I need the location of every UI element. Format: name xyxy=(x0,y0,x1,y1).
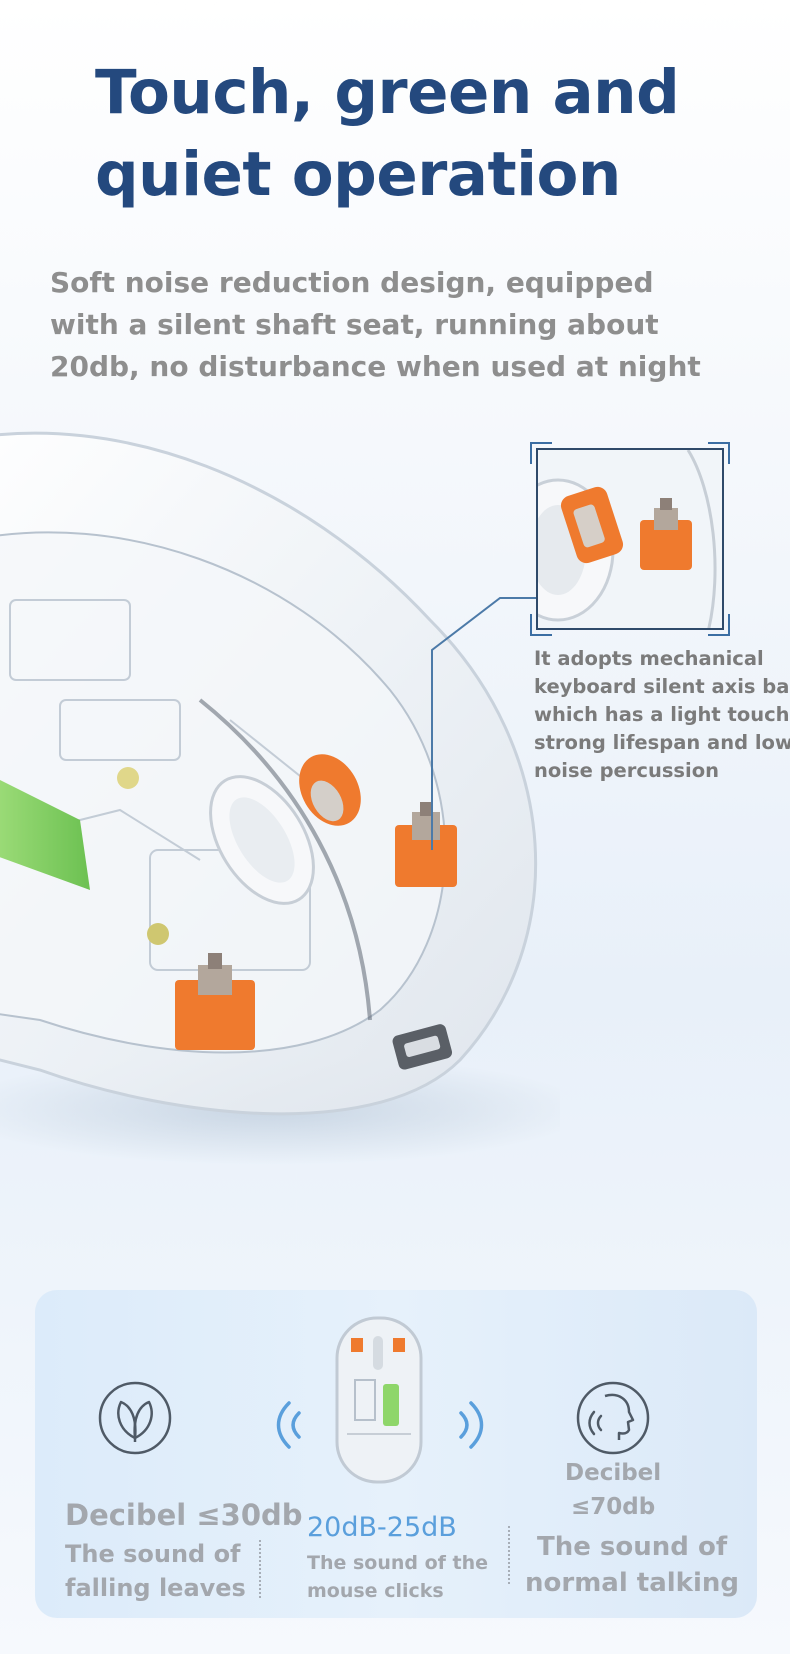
separator-1 xyxy=(259,1540,261,1598)
title-line-2: quiet operation xyxy=(95,139,621,210)
talking-desc-line-1: The sound of xyxy=(537,1532,728,1562)
page-title: Touch, green and quiet operation xyxy=(95,52,735,216)
inset-corner-tl xyxy=(530,442,552,464)
click-decibel: 20dB-25dB xyxy=(307,1512,457,1543)
inset-corner-tr xyxy=(708,442,730,464)
switch-callout-text: It adopts mechanical keyboard silent axi… xyxy=(534,645,790,785)
separator-2 xyxy=(508,1526,510,1584)
switch-closeup-image xyxy=(538,450,722,628)
click-desc-line-2: mouse clicks xyxy=(307,1580,444,1602)
talking-head-icon xyxy=(576,1381,650,1455)
callout-line-3: which has a light touch, xyxy=(534,703,790,726)
talking-desc-line-2: normal talking xyxy=(525,1568,740,1598)
callout-line-5: noise percussion xyxy=(534,759,720,782)
intro-line-3: 20db, no disturbance when used at night xyxy=(50,350,701,383)
leaves-decibel: Decibel ≤30db xyxy=(65,1498,303,1532)
switch-detail-inset xyxy=(536,448,724,630)
click-desc-line-1: The sound of the xyxy=(307,1552,489,1574)
sound-wave-right-icon xyxy=(459,1401,484,1449)
leaf-icon xyxy=(98,1381,172,1455)
transparent-mouse-image xyxy=(0,431,560,1165)
talking-decibel-line-2: ≤70db xyxy=(571,1494,656,1520)
leaves-desc-line-2: falling leaves xyxy=(65,1574,246,1602)
intro-line-1: Soft noise reduction design, equipped xyxy=(50,266,654,299)
inset-corner-br xyxy=(708,614,730,636)
intro-description: Soft noise reduction design, equipped wi… xyxy=(50,262,750,388)
title-line-1: Touch, green and xyxy=(95,57,680,128)
inset-corner-bl xyxy=(530,614,552,636)
leaves-desc-line-1: The sound of xyxy=(65,1540,241,1568)
talking-decibel-line-1: Decibel xyxy=(565,1460,662,1486)
decibel-comparison-panel: Decibel ≤30db The sound of falling leave… xyxy=(35,1290,757,1618)
intro-line-2: with a silent shaft seat, running about xyxy=(50,308,659,341)
mouse-icon xyxy=(335,1316,423,1484)
callout-line-1: It adopts mechanical xyxy=(534,647,764,670)
sound-wave-left-icon xyxy=(276,1401,301,1449)
callout-line-2: keyboard silent axis base xyxy=(534,675,790,698)
callout-line-4: strong lifespan and low xyxy=(534,731,790,754)
